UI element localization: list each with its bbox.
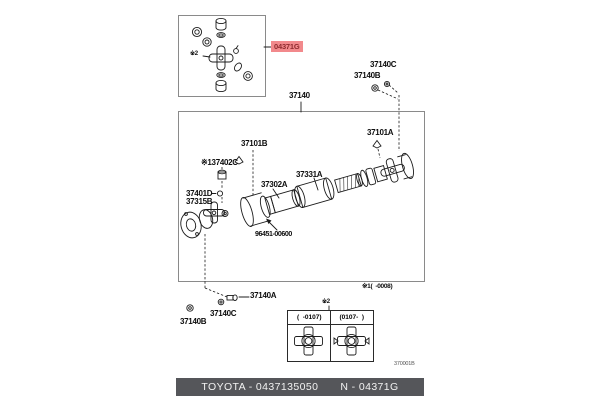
bearing-cup-icon xyxy=(234,62,253,81)
bearing-cup-icon xyxy=(215,79,227,93)
top-fastener-icons xyxy=(371,80,400,151)
seal-ring-icon xyxy=(191,26,212,47)
callout-37101b: 37101B xyxy=(241,139,268,148)
spider-cross-icon xyxy=(208,45,234,71)
kit-note-ref: ※2 xyxy=(190,51,198,57)
callout-37101a: 37101A xyxy=(367,128,394,137)
front-flange-drawing xyxy=(180,201,229,239)
leader-line xyxy=(202,55,211,58)
drawing-number: 370001B xyxy=(394,361,415,367)
bearing-cup-icon xyxy=(215,17,227,31)
column-header-late: (0107- ) xyxy=(339,314,365,321)
propeller-shaft-drawing xyxy=(240,152,414,227)
callout-37401d: 37401D xyxy=(186,189,213,198)
callout-lines xyxy=(204,139,382,298)
footer-catalog-number: N - 04371G xyxy=(340,381,399,393)
bolt-icon xyxy=(226,294,238,301)
callout-37140b-top: 37140B xyxy=(354,71,381,80)
callout-37140: 37140 xyxy=(289,91,310,100)
snap-ring-icon xyxy=(216,72,226,78)
table-spider-right-icon xyxy=(333,326,370,356)
snap-ring-icon xyxy=(216,32,226,38)
callout-37140b-bottom: 37140B xyxy=(180,317,207,326)
callout-37315b: 37315B xyxy=(186,197,213,206)
callout-37402c: ※137402C xyxy=(201,158,238,167)
table-note-ref: ※2 xyxy=(322,299,330,305)
range-note: ※1( -0008) xyxy=(362,283,393,290)
highlighted-part-number[interactable]: 04371G xyxy=(271,41,303,52)
table-divider xyxy=(330,311,331,361)
kit-box xyxy=(178,15,266,97)
main-assembly-box xyxy=(178,111,425,282)
table-spider-left-icon xyxy=(294,326,323,356)
callout-37140a-bottom: 37140A xyxy=(250,291,277,300)
callout-96451-00600: 96451-00600 xyxy=(255,231,292,238)
bottom-fastener-icons xyxy=(186,294,250,312)
callout-37140c-top: 37140C xyxy=(370,60,397,69)
callout-37140c-bottom: 37140C xyxy=(210,309,237,318)
bolt-icon xyxy=(373,86,377,90)
column-header-early: ( -0107) xyxy=(296,314,322,321)
footer-oem-number: TOYOTA - 0437135050 xyxy=(201,381,319,393)
washer-icon xyxy=(217,298,225,306)
grease-fitting-icon xyxy=(233,45,239,54)
bolt-icon xyxy=(186,304,194,312)
washer-icon xyxy=(385,82,389,86)
u-joint-kit-drawing xyxy=(191,17,253,93)
applicability-table: ( -0107) (0107- ) xyxy=(287,310,374,362)
callout-37331a: 37331A xyxy=(296,170,323,179)
callout-37302a: 37302A xyxy=(261,180,288,189)
footer-part-bar: TOYOTA - 0437135050 N - 04371G xyxy=(176,378,424,396)
